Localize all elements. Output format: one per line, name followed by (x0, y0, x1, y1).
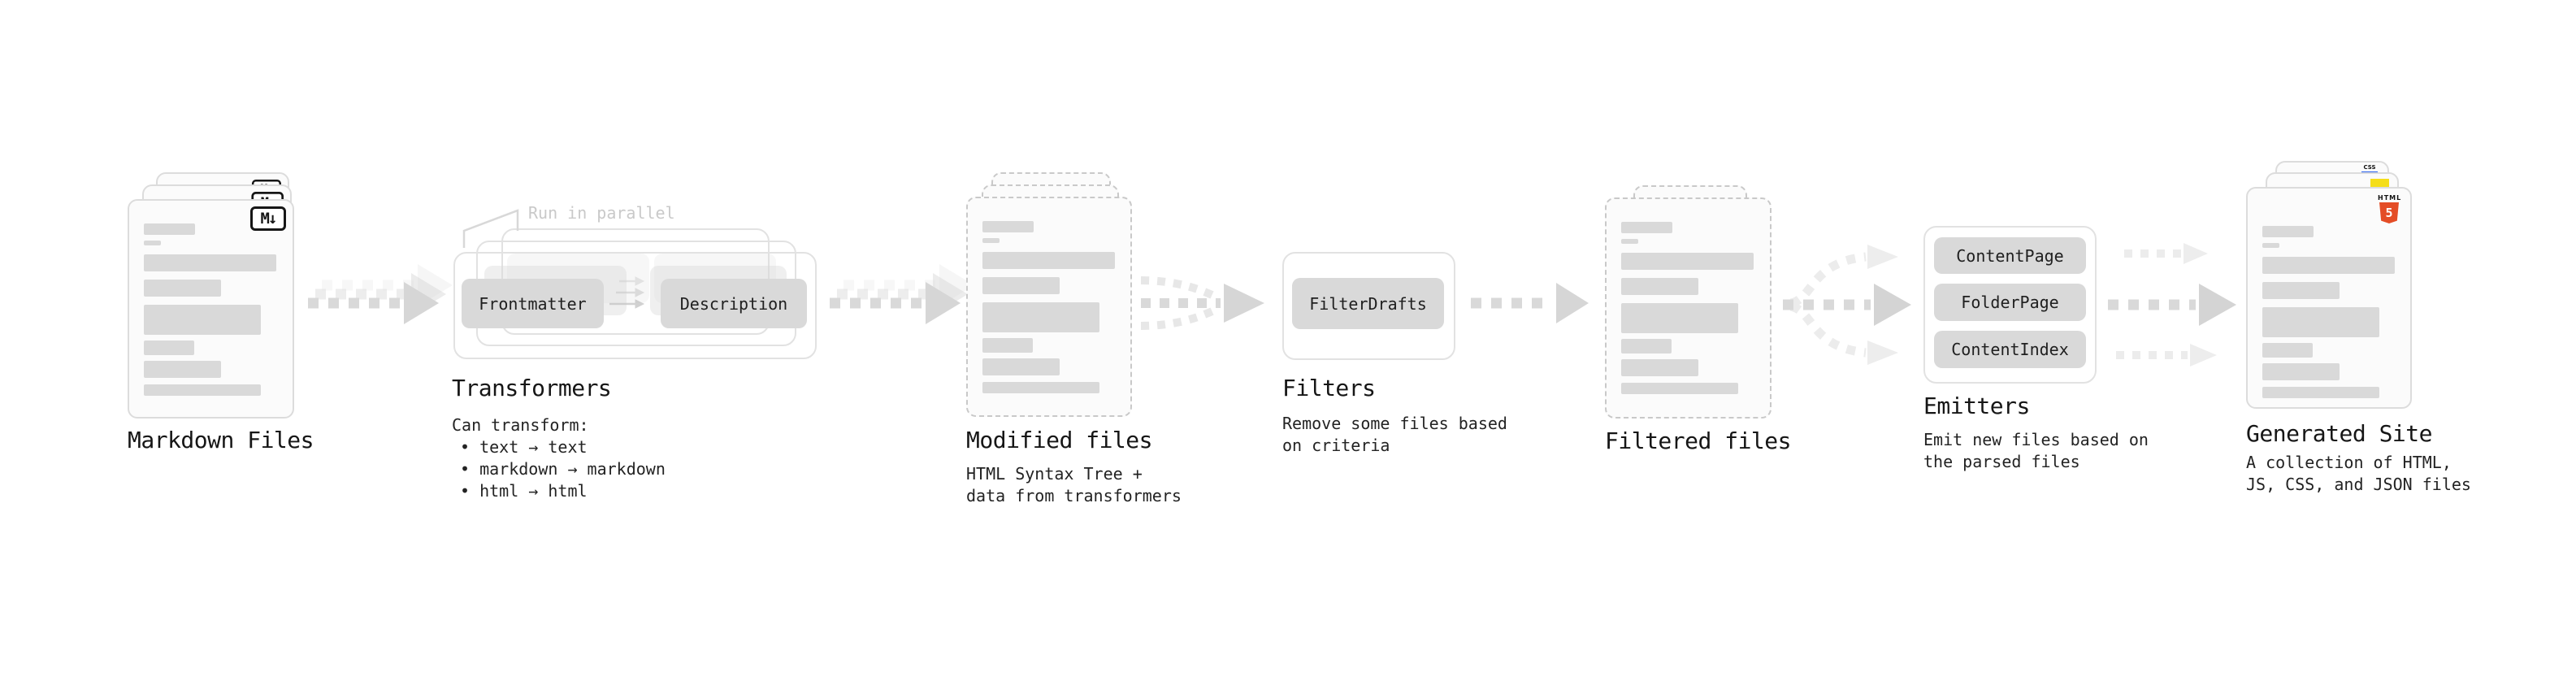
markdown-icon: M↓ (250, 206, 286, 231)
annotation-leader-line (462, 209, 519, 248)
stage-label-filtered-files: Filtered files (1605, 427, 1792, 454)
placeholder-bar (1621, 222, 1672, 233)
arrow-markdown-to-transformers (308, 264, 453, 324)
node-filterdrafts: FilterDrafts (1292, 278, 1444, 329)
stage-label-transformers: Transformers (452, 375, 612, 401)
placeholder-bar (2262, 243, 2279, 248)
placeholder-bar (982, 221, 1034, 232)
placeholder-bar (1621, 303, 1738, 333)
placeholder-bar (982, 277, 1060, 294)
list-item: markdown → markdown (460, 458, 666, 480)
stage-label-filters: Filters (1282, 375, 1376, 401)
transformers-body-title: Can transform: (452, 415, 589, 435)
emitters-description: Emit new files based on the parsed files (1923, 430, 2149, 471)
parallel-flow-arrows (609, 276, 645, 309)
placeholder-bar (144, 340, 194, 355)
placeholder-bar (144, 305, 261, 335)
node-contentindex: ContentIndex (1934, 331, 2086, 368)
placeholder-bar (1621, 359, 1698, 376)
html5-icon: HTML 5 (2378, 194, 2400, 223)
placeholder-bar (982, 252, 1115, 269)
modified-file-card (966, 197, 1132, 417)
placeholder-bar (2262, 343, 2313, 358)
generated-site-description: A collection of HTML, JS, CSS, and JSON … (2246, 453, 2471, 494)
annotation-run-in-parallel: Run in parallel (528, 203, 675, 223)
placeholder-bar (144, 361, 221, 378)
placeholder-bar (2262, 363, 2340, 380)
stage-label-modified-files: Modified files (966, 427, 1153, 453)
list-item: html → html (460, 480, 666, 502)
placeholder-bar (2262, 282, 2340, 299)
node-description: Description (661, 279, 807, 328)
html5-icon-shield: 5 (2379, 202, 2399, 223)
placeholder-bar (1621, 239, 1638, 244)
arrow-emitters-to-site (2108, 243, 2236, 367)
css-icon-text: CSS (2363, 164, 2376, 171)
stage-label-generated-site: Generated Site (2246, 420, 2433, 447)
placeholder-bar (2262, 226, 2314, 237)
arrow-filters-to-filtered (1471, 283, 1589, 323)
placeholder-bar (982, 302, 1099, 332)
placeholder-bar (1621, 278, 1698, 295)
placeholder-bar (2262, 387, 2379, 398)
stage-label-emitters: Emitters (1923, 393, 2030, 419)
document-placeholder-lines (144, 223, 281, 396)
placeholder-bar (982, 382, 1099, 393)
placeholder-bar (982, 238, 1000, 243)
markdown-file-card: M↓ (128, 199, 294, 419)
placeholder-bar (144, 254, 276, 271)
modified-files-description: HTML Syntax Tree + data from transformer… (966, 464, 1182, 505)
node-folderpage: FolderPage (1934, 284, 2086, 321)
placeholder-bar (982, 338, 1033, 353)
placeholder-bar (1621, 383, 1738, 394)
document-placeholder-lines (2262, 226, 2399, 398)
transformer-container (453, 252, 817, 359)
document-placeholder-lines (982, 221, 1119, 393)
stage-label-markdown-files: Markdown Files (128, 427, 314, 453)
filters-description: Remove some files based on criteria (1282, 414, 1507, 455)
transformers-capability-list: text → text markdown → markdown html → h… (460, 436, 666, 502)
arrow-transformers-to-modified (830, 264, 974, 324)
placeholder-bar (1621, 253, 1754, 270)
placeholder-bar (2262, 257, 2395, 274)
document-placeholder-lines (1621, 222, 1759, 394)
arrow-modified-to-filters-merge (1140, 276, 1264, 330)
placeholder-bar (144, 223, 195, 235)
placeholder-bar (2262, 307, 2379, 337)
placeholder-bar (144, 241, 161, 245)
placeholder-bar (144, 384, 261, 396)
html5-icon-caption: HTML (2378, 194, 2402, 202)
node-contentpage: ContentPage (1934, 237, 2086, 274)
arrow-filtered-to-emitters-fanout (1783, 245, 1911, 365)
js-icon (2370, 179, 2389, 188)
node-frontmatter: Frontmatter (462, 279, 604, 328)
list-item: text → text (460, 436, 666, 458)
site-file-card-html: HTML 5 (2246, 187, 2412, 409)
placeholder-bar (144, 280, 221, 297)
placeholder-bar (1621, 339, 1672, 354)
placeholder-bar (982, 358, 1060, 375)
filtered-file-card (1605, 197, 1772, 419)
html5-icon-glyph: 5 (2385, 206, 2393, 220)
